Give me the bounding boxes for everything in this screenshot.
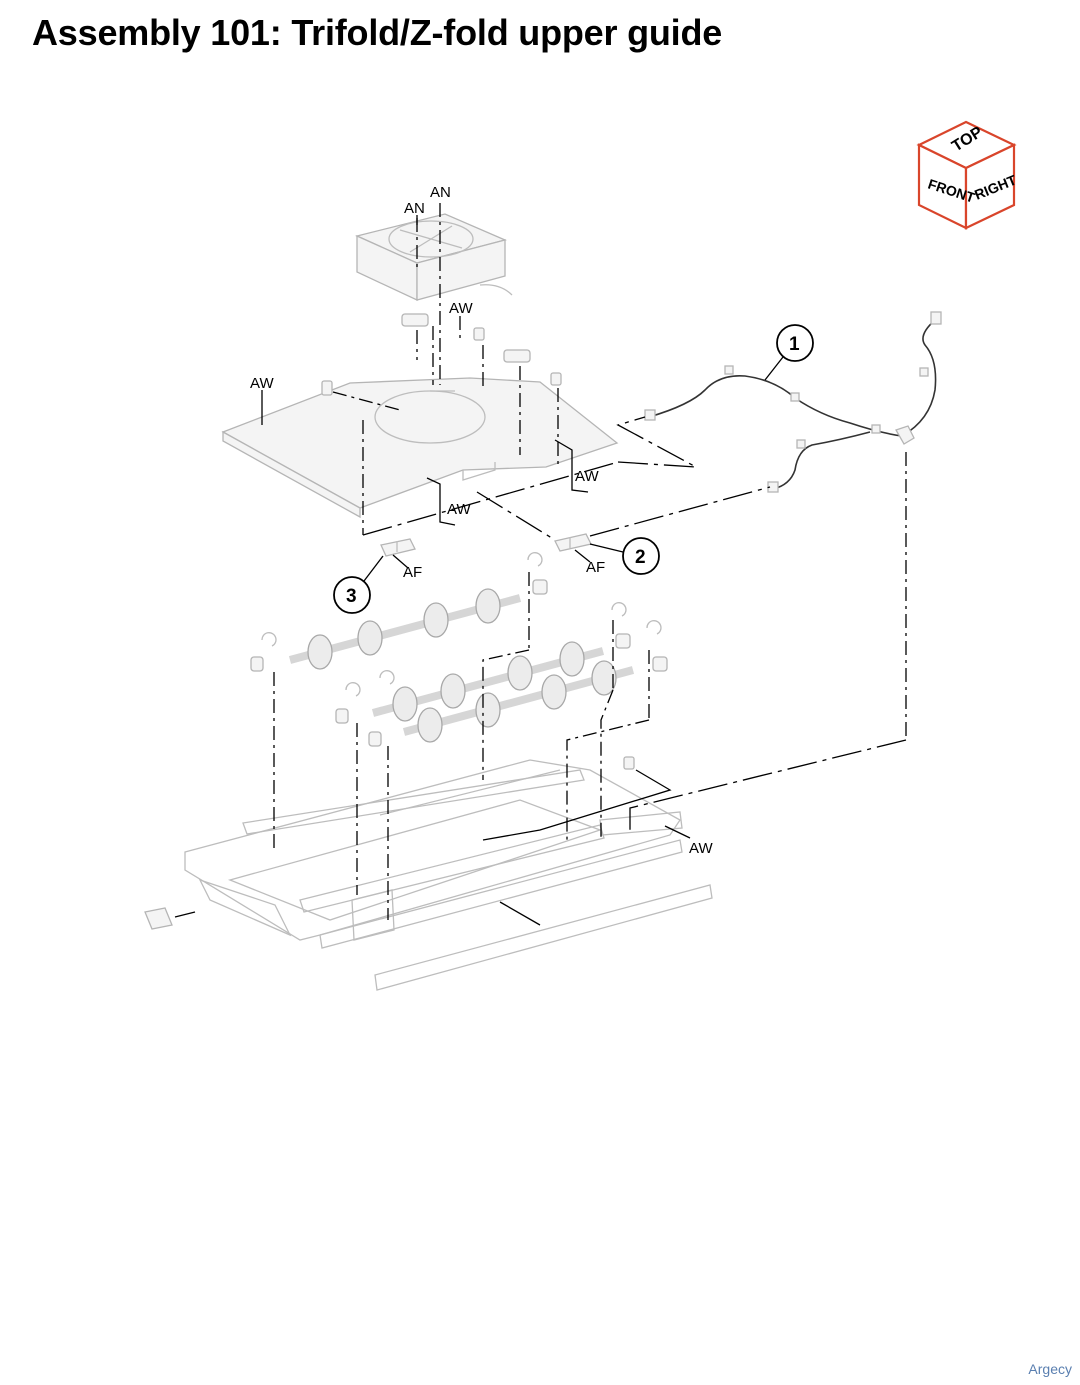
orientation-cube-icon: TOP FRONT RIGHT: [916, 120, 1019, 230]
label-af-left: AF: [403, 564, 422, 581]
svg-text:3: 3: [346, 586, 357, 607]
callout-3: 3: [333, 555, 384, 614]
watermark-text: Argecy: [1028, 1361, 1072, 1377]
label-af-right: AF: [586, 559, 605, 576]
roller-shaft-top: [288, 588, 522, 670]
svg-text:2: 2: [635, 547, 646, 568]
label-an-2: AN: [430, 184, 451, 201]
guide-strip-part: [374, 884, 713, 991]
lower-guide-frame-part: [184, 759, 683, 949]
leader-lines: [174, 203, 907, 926]
fan-part: [355, 213, 513, 302]
roller-shaft-middle: [371, 641, 605, 722]
sensor-part-2: [554, 533, 592, 552]
cable-harness-part-1: [644, 311, 942, 493]
page-title: Assembly 101: Trifold/Z-fold upper guide: [32, 12, 723, 53]
clip-parts: [321, 313, 562, 396]
label-aw-left: AW: [250, 375, 274, 392]
label-an-1: AN: [404, 200, 425, 217]
label-aw-top: AW: [449, 300, 473, 317]
label-aw-right: AW: [575, 468, 599, 485]
svg-text:1: 1: [789, 334, 800, 355]
upper-guide-plate-part: [221, 377, 619, 519]
label-aw-bottom: AW: [447, 501, 471, 518]
roller-shaft-lower: [402, 660, 635, 743]
bearing-parts: [250, 552, 668, 770]
label-aw-lower: AW: [689, 840, 713, 857]
callout-2: 2: [589, 537, 660, 575]
sensor-part-3: [380, 538, 416, 557]
small-pad-part: [144, 907, 173, 930]
callout-1: 1: [764, 324, 814, 381]
